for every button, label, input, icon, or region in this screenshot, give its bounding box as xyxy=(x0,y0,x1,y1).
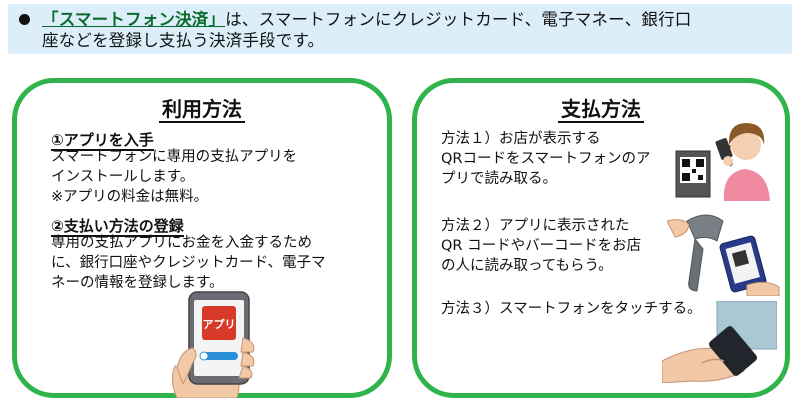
app-icon xyxy=(202,306,236,340)
intro-line-1: 「スマートフォン決済」は、スマートフォンにクレジットカード、電子マネー、銀行口 xyxy=(42,9,780,30)
payment-panel-title: 支払方法 xyxy=(417,93,785,123)
intro-banner: 「スマートフォン決済」は、スマートフォンにクレジットカード、電子マネー、銀行口 … xyxy=(8,4,792,54)
step2-title: ②支払い方法の登録 xyxy=(51,217,184,237)
touch-pay-illustration xyxy=(662,301,777,383)
step2-body: 専用の支払アプリにお金を入金するため に、銀行口座やクレジットカード、電子マ ネ… xyxy=(51,235,326,291)
app-icon-label: アプリ xyxy=(203,317,236,331)
step1-title: ①アプリを入手 xyxy=(51,131,154,151)
payment-panel: 支払方法 方法１）お店が表示する QRコードをスマートフォンのア プリで読み取る… xyxy=(412,78,790,398)
intro-line-1-rest: は、スマートフォンにクレジットカード、電子マネー、銀行口 xyxy=(225,10,692,29)
method-1-text: 方法１）お店が表示する QRコードをスマートフォンのア プリで読み取る。 xyxy=(441,131,651,187)
method-2-text: 方法２）アプリに表示された QR コードやバーコードをお店 の人に読み取ってもら… xyxy=(441,218,642,274)
step1-body: スマートフォンに専用の支払アプリを インストールします。 ※アプリの料金は無料。 xyxy=(51,149,298,205)
method-3-text: 方法３）スマートフォンをタッチする。 xyxy=(441,301,702,317)
hand-phone-illustration: アプリ xyxy=(171,291,255,398)
usage-panel: 利用方法 ①アプリを入手 スマートフォンに専用の支払アプリを インストールします… xyxy=(12,78,392,398)
show-app-code-illustration xyxy=(667,214,780,296)
intro-line-2: 座などを登録し支払う決済手段です。 xyxy=(42,31,325,50)
bullet-icon xyxy=(19,14,30,25)
scan-store-qr-illustration xyxy=(675,123,770,201)
usage-panel-title: 利用方法 xyxy=(17,93,387,123)
intro-highlight: 「スマートフォン決済」 xyxy=(42,10,226,29)
